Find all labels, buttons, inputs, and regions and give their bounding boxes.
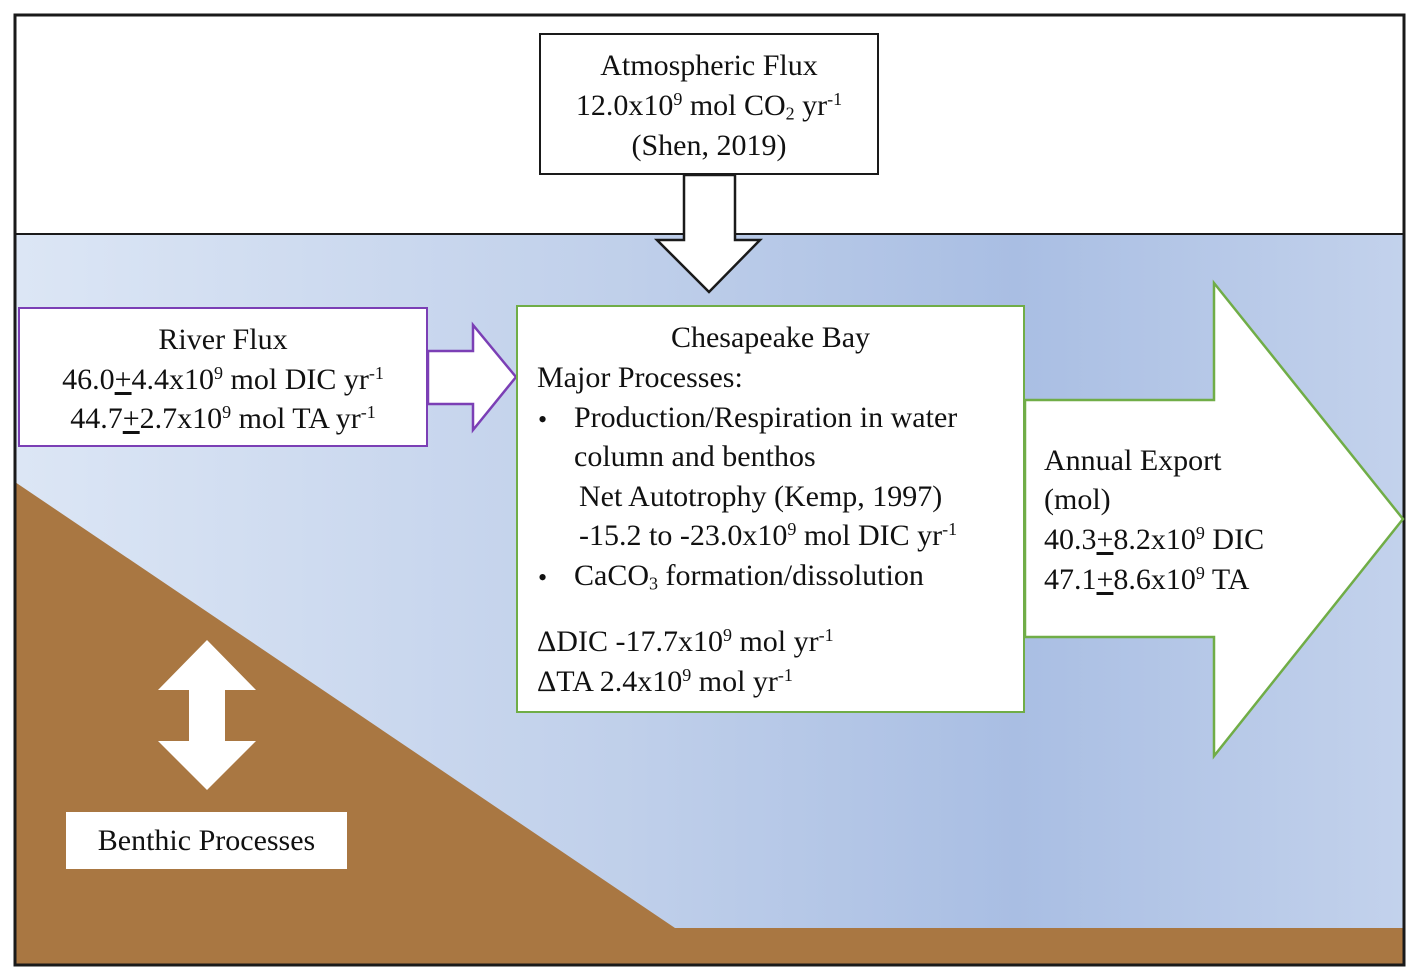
sediment-slope bbox=[15, 482, 1404, 965]
river-flux-dic: 46.0+4.4x109 mol DIC yr-1 bbox=[62, 363, 384, 396]
river-flux-title: River Flux bbox=[158, 323, 288, 356]
export-ta: 47.1+8.6x109 TA bbox=[1044, 563, 1250, 596]
bay-autotrophy-range: -15.2 to -23.0x109 mol DIC yr-1 bbox=[579, 519, 958, 552]
export-title: Annual Export bbox=[1044, 444, 1222, 477]
atmospheric-flux-value: 12.0x109 mol CO2 yr-1 bbox=[575, 89, 843, 124]
bay-bullet1-line1: Production/Respiration in water bbox=[574, 401, 958, 434]
bay-delta-ta: ΔTA 2.4x109 mol yr-1 bbox=[537, 665, 793, 698]
benthic-processes-box: Benthic Processes bbox=[66, 812, 347, 869]
river-flux-box: River Flux 46.0+4.4x109 mol DIC yr-1 44.… bbox=[18, 307, 428, 447]
atmospheric-flux-arrow bbox=[653, 173, 763, 294]
atmospheric-flux-title: Atmospheric Flux bbox=[600, 49, 818, 82]
bay-delta-dic: ΔDIC -17.7x109 mol yr-1 bbox=[537, 625, 834, 658]
chesapeake-bay-box: Chesapeake Bay Major Processes: • Produc… bbox=[516, 305, 1025, 713]
atmospheric-flux-box: Atmospheric Flux 12.0x109 mol CO2 yr-1 (… bbox=[539, 33, 879, 175]
export-unit: (mol) bbox=[1044, 483, 1111, 516]
bay-net-autotrophy: Net Autotrophy (Kemp, 1997) bbox=[579, 480, 943, 513]
bay-bullet-1: • bbox=[538, 405, 548, 434]
bay-processes-label: Major Processes: bbox=[537, 361, 743, 394]
bay-bullet-2: • bbox=[538, 563, 548, 592]
atmospheric-flux-citation: (Shen, 2019) bbox=[631, 129, 787, 162]
annual-export-arrow bbox=[1023, 279, 1405, 760]
diagram-frame bbox=[13, 13, 1406, 967]
river-flux-ta: 44.7+2.7x109 mol TA yr-1 bbox=[70, 402, 376, 435]
bay-bullet2-caco3: CaCO3 formation/dissolution bbox=[574, 559, 924, 594]
river-flux-arrow bbox=[426, 321, 518, 434]
benthic-exchange-arrow bbox=[158, 640, 256, 790]
bay-bullet1-line2: column and benthos bbox=[574, 440, 816, 473]
export-dic: 40.3+8.2x109 DIC bbox=[1044, 523, 1265, 556]
bay-title: Chesapeake Bay bbox=[670, 321, 871, 354]
benthic-processes-label: Benthic Processes bbox=[97, 824, 316, 857]
